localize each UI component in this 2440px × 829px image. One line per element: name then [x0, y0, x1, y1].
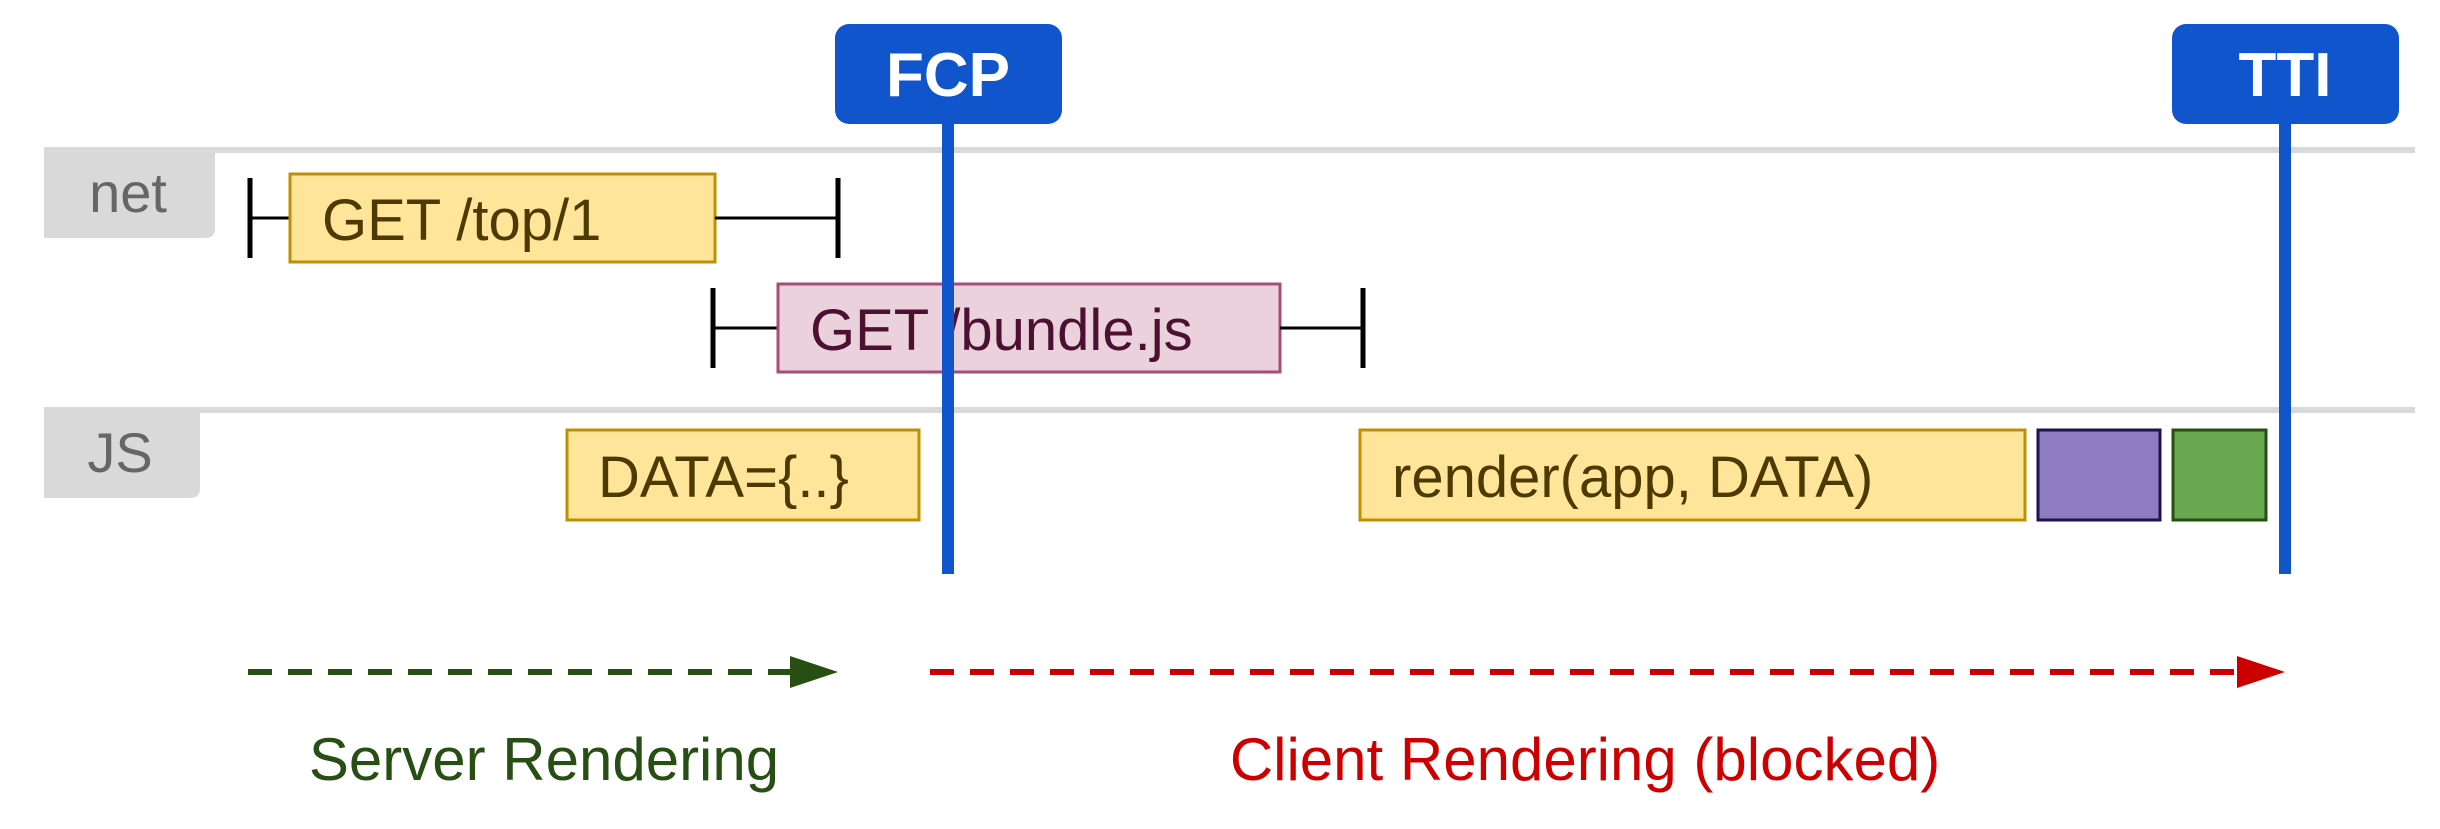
request-bundle-label: GET /bundle.js [810, 298, 1193, 363]
request-top-box [288, 172, 717, 264]
tti-badge-label: TTI [2239, 41, 2332, 110]
client-phase-label: Client Rendering (blocked) [1230, 726, 1940, 793]
data-task-label: DATA={..} [598, 445, 849, 510]
fcp-badge-label: FCP [886, 41, 1010, 110]
fcp-badge [835, 24, 1062, 124]
server-phase-label: Server Rendering [309, 726, 779, 793]
render-task-label: render(app, DATA) [1392, 445, 1873, 510]
client-phase-arrowhead [2237, 656, 2285, 688]
tti-badge [2172, 24, 2399, 124]
green-task-box [2171, 428, 2268, 522]
render-task-box [1358, 428, 2027, 522]
request-bundle-box [776, 282, 1282, 374]
server-phase-arrowhead [790, 656, 838, 688]
net-lane-label: net [89, 161, 167, 224]
request-top: GET /top/1 [247, 172, 841, 264]
net-lane-tab [44, 150, 215, 238]
js-lane-label: JS [87, 421, 152, 484]
purple-task-box [2036, 428, 2162, 522]
request-bundle: GET /bundle.js [710, 282, 1366, 374]
data-task-box [565, 428, 921, 522]
js-lane-tab [44, 410, 200, 498]
request-top-label: GET /top/1 [322, 188, 601, 253]
